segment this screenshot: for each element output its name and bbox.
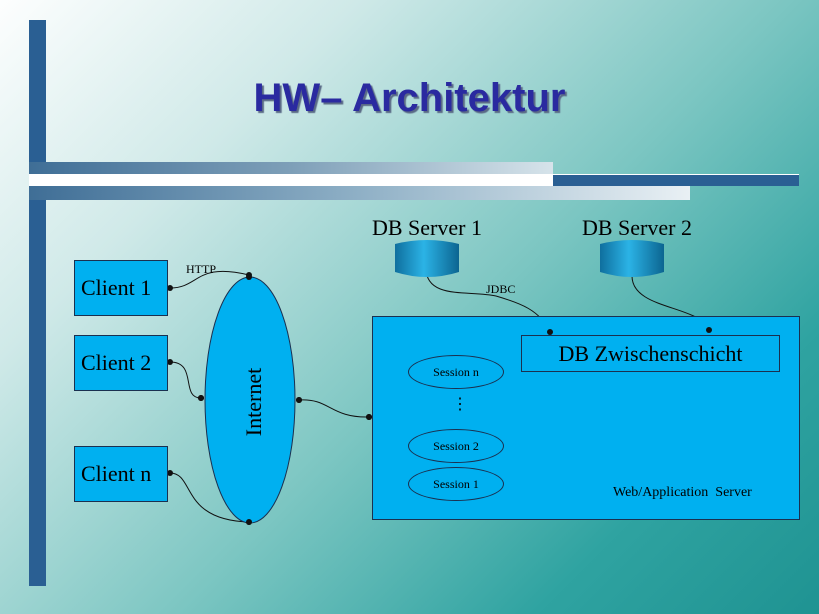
jdbc-label: JDBC [486,282,516,296]
http-label: HTTP [186,262,216,276]
db-middle-layer-label: DB Zwischenschicht [558,340,743,366]
slide-title: HW– Architektur [253,76,566,120]
client-n-label: Client n [81,461,152,486]
web-application-server-label: Web/Application Server [613,485,752,500]
session-1-label: Session 1 [433,476,479,491]
accent-stripe-right-dark [553,175,799,186]
client-2-box: Client 2 [74,335,168,391]
client-1-box: Client 1 [74,260,168,316]
db-server-2-cylinder-icon [600,240,664,277]
client-n-box: Client n [74,446,168,502]
session-1: Session 1 [408,467,504,501]
left-accent-bar [29,20,46,586]
client-2-label: Client 2 [81,350,152,375]
client-1-label: Client 1 [81,275,152,300]
accent-stripe-top-dark [29,162,553,174]
session-n-label: Session n [433,364,479,379]
session-ellipsis: ⋮ [452,396,468,413]
session-n: Session n [408,355,504,389]
db-server-1-label: DB Server 1 [372,215,482,240]
db-middle-layer-box: DB Zwischenschicht [521,335,780,372]
accent-stripe-bottom [29,186,690,200]
db-server-1-cylinder-icon [395,240,459,277]
session-2: Session 2 [408,429,504,463]
session-2-label: Session 2 [433,438,479,453]
db-server-2-label: DB Server 2 [582,215,692,240]
